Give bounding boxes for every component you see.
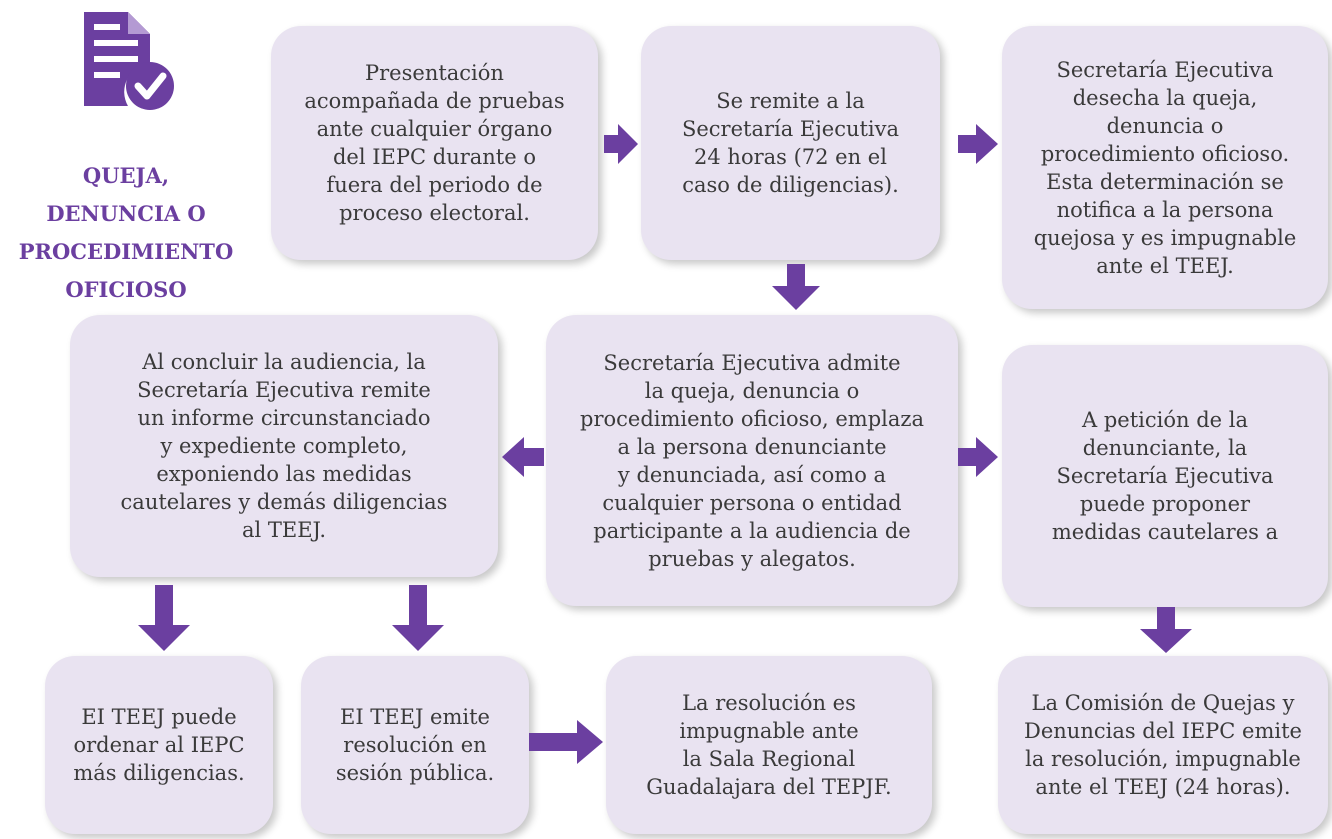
step-admite-text: Secretaría Ejecutiva admite la queja, de… [580,350,924,571]
step-desecha: Secretaría Ejecutiva desecha la queja, d… [1002,26,1328,309]
arrow-right [604,124,638,164]
step-sesion-text: EI TEEJ emite resolución en sesión públi… [335,705,495,785]
step-informe: Al concluir la audiencia, la Secretaría … [70,315,498,577]
arrow-right [958,437,998,477]
step-comision: La Comisión de Quejas y Denuncias del IE… [998,656,1328,834]
step-impugnable: La resolución es impugnable ante la Sala… [606,656,932,834]
step-presentacion-text: Presentación acompañada de pruebas ante … [304,61,565,225]
step-remite: Se remite a la Secretaría Ejecutiva 24 h… [641,26,940,260]
diagram-title: QUEJA, DENUNCIA O PROCEDIMIENTO OFICIOSO [18,163,234,302]
step-informe-text: Al concluir la audiencia, la Secretaría … [120,350,448,542]
step-comision-text: La Comisión de Quejas y Denuncias del IE… [1024,691,1302,799]
document-check-icon [84,12,174,110]
arrow-down [392,585,444,651]
step-impugnable-text: La resolución es impugnable ante la Sala… [646,691,892,799]
step-presentacion: Presentación acompañada de pruebas ante … [271,26,598,260]
arrow-right [958,124,998,164]
arrow-down [1140,607,1192,653]
arrow-down [772,264,820,310]
step-diligencias: EI TEEJ puede ordenar al IEPC más dilige… [45,656,273,834]
step-medidas: A petición de la denunciante, la Secreta… [1002,345,1328,607]
arrow-right [529,720,603,764]
step-diligencias-text: EI TEEJ puede ordenar al IEPC más dilige… [73,705,245,785]
arrow-down [138,585,190,651]
step-sesion: EI TEEJ emite resolución en sesión públi… [301,656,529,834]
step-admite: Secretaría Ejecutiva admite la queja, de… [546,315,958,606]
step-remite-text: Se remite a la Secretaría Ejecutiva 24 h… [681,89,900,197]
step-medidas-text: A petición de la denunciante, la Secreta… [1051,408,1279,544]
step-desecha-text: Secretaría Ejecutiva desecha la queja, d… [1033,57,1297,278]
arrow-left [502,437,544,477]
